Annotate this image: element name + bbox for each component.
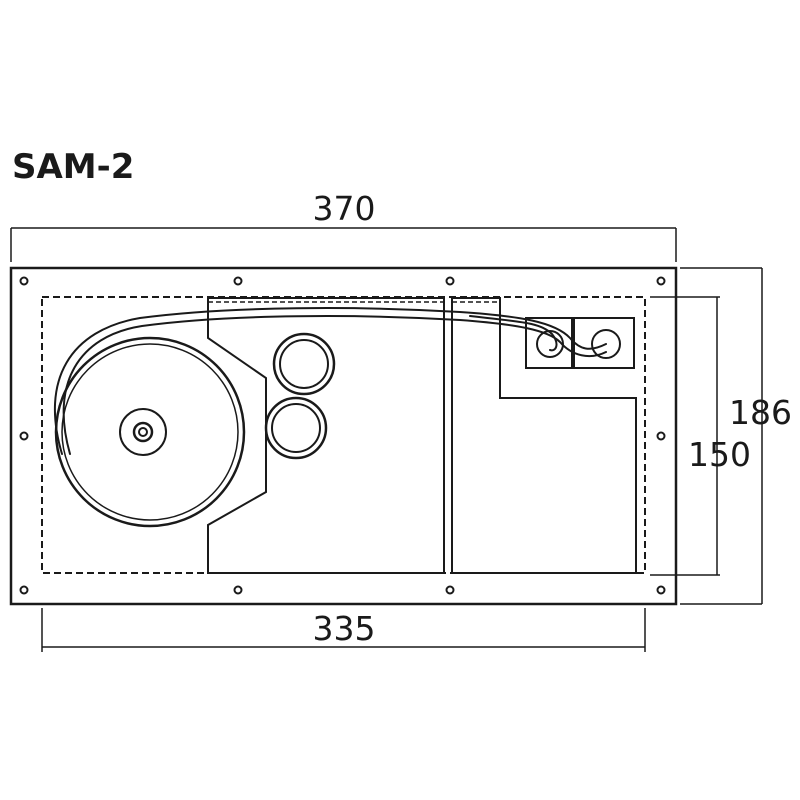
mounting-hole: [233, 585, 243, 595]
mounting-hole: [656, 276, 666, 286]
overall-height-label: 186: [729, 393, 792, 432]
woofer-cone-ring: [61, 343, 239, 521]
connector-block: [525, 317, 635, 369]
left-compartment: [207, 297, 445, 574]
mounting-hole: [445, 276, 455, 286]
upper-port: [272, 332, 336, 396]
inner-width-label: 335: [313, 609, 376, 648]
mounting-hole: [656, 585, 666, 595]
connector-socket-right: [591, 329, 621, 359]
overall-width-label: 370: [313, 189, 376, 228]
woofer-terminal: [132, 421, 154, 443]
connector-housing-right: [573, 317, 635, 369]
dimension-overall-height: 186: [680, 267, 792, 605]
mounting-hole: [19, 276, 29, 286]
mounting-hole: [656, 431, 666, 441]
woofer-terminal-center: [138, 427, 148, 437]
cable: [53, 307, 607, 455]
mounting-hole: [19, 585, 29, 595]
mounting-hole: [445, 585, 455, 595]
mounting-holes: [19, 276, 666, 595]
right-compartment: [451, 297, 637, 574]
model-title: SAM-2: [12, 147, 134, 187]
woofer-dustcap-ring: [119, 408, 167, 456]
mounting-hole: [233, 276, 243, 286]
connector-housing-left: [525, 317, 573, 369]
mounting-hole: [19, 431, 29, 441]
dimension-inner-width: 335: [41, 608, 646, 652]
woofer-outer-ring: [54, 336, 246, 528]
woofer: [54, 336, 246, 528]
inner-height-label: 150: [688, 435, 751, 474]
lower-port: [264, 396, 328, 460]
outer-panel: [9, 266, 678, 606]
dimension-overall-width: 370: [10, 189, 677, 262]
dimension-inner-height: 150: [650, 296, 751, 576]
